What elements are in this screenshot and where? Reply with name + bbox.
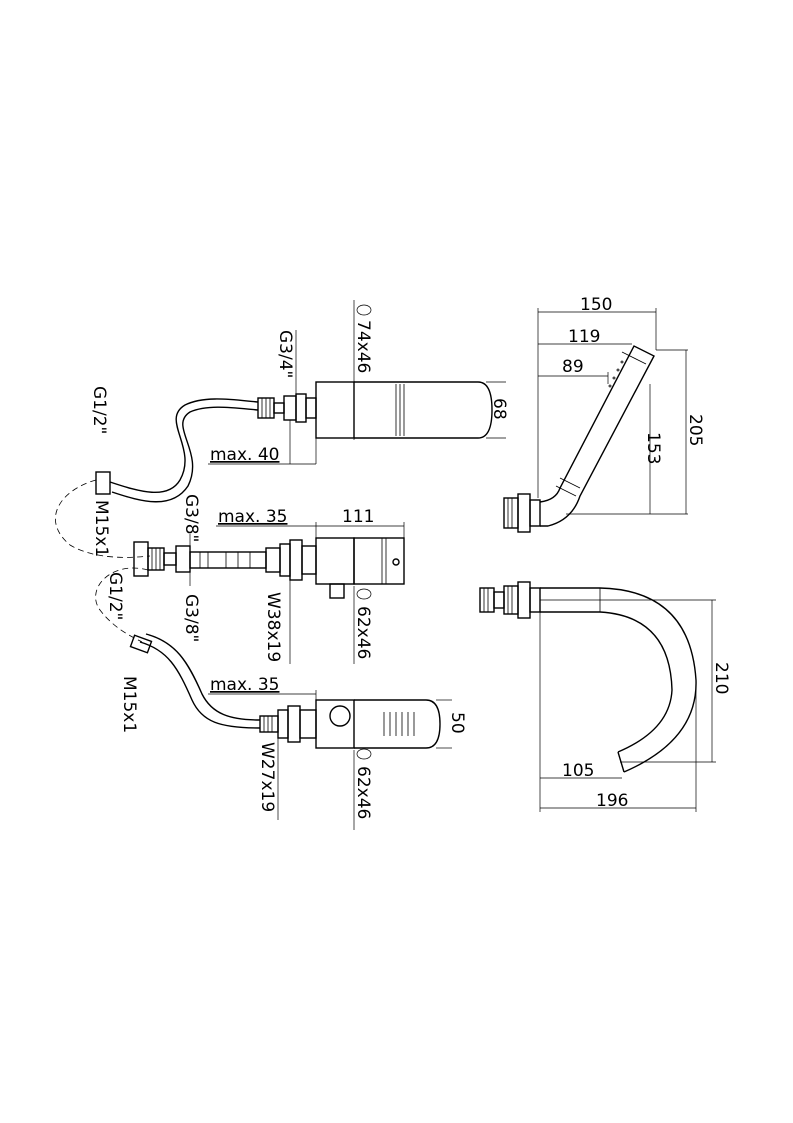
label-dim-153: 153: [643, 432, 663, 464]
label-oval-74x46: 74x46: [353, 320, 373, 373]
label-w38x19: W38x19: [263, 592, 283, 662]
label-dim-119: 119: [568, 327, 600, 347]
label-g38-top: G3/8": [181, 494, 201, 542]
label-m15-top: M15x1: [91, 500, 111, 557]
label-dim-68: 68: [489, 398, 509, 420]
middle-valve: [133, 522, 405, 664]
label-g34: G3/4": [275, 330, 295, 378]
shower-head-holes: [608, 360, 624, 388]
label-dim-210: 210: [711, 662, 731, 694]
hose-upper: [95, 398, 259, 503]
top-valve: [208, 300, 506, 465]
label-dim-111: 111: [342, 507, 374, 527]
label-oval-62x46-bottom: 62x46: [353, 766, 373, 819]
hose-nut-top: [95, 471, 111, 495]
label-m15-bottom: M15x1: [119, 676, 139, 733]
label-dim-105: 105: [562, 761, 594, 781]
label-max40: max. 40: [210, 445, 279, 465]
hose-dashed-loops: [55, 479, 151, 643]
spout: [479, 581, 716, 812]
label-g12-top: G1/2": [89, 386, 109, 434]
label-dim-196: 196: [596, 791, 628, 811]
bottom-valve: [208, 690, 452, 830]
label-oval-62x46-top: 62x46: [353, 606, 373, 659]
hose-nut-bottom: [129, 634, 153, 654]
label-max35-bottom: max. 35: [210, 675, 279, 695]
label-dim-150: 150: [580, 295, 612, 315]
label-g12-mid: G1/2": [105, 572, 125, 620]
hose-lower: [129, 633, 261, 729]
label-dim-205: 205: [685, 414, 705, 446]
hand-shower: [503, 308, 688, 533]
label-w27x19: W27x19: [257, 742, 277, 812]
label-g38-bottom: G3/8": [181, 594, 201, 642]
label-dim-89: 89: [562, 357, 584, 377]
aerator-grid: [383, 712, 415, 736]
label-dim-50: 50: [447, 712, 467, 734]
label-max35-top: max. 35: [218, 507, 287, 527]
